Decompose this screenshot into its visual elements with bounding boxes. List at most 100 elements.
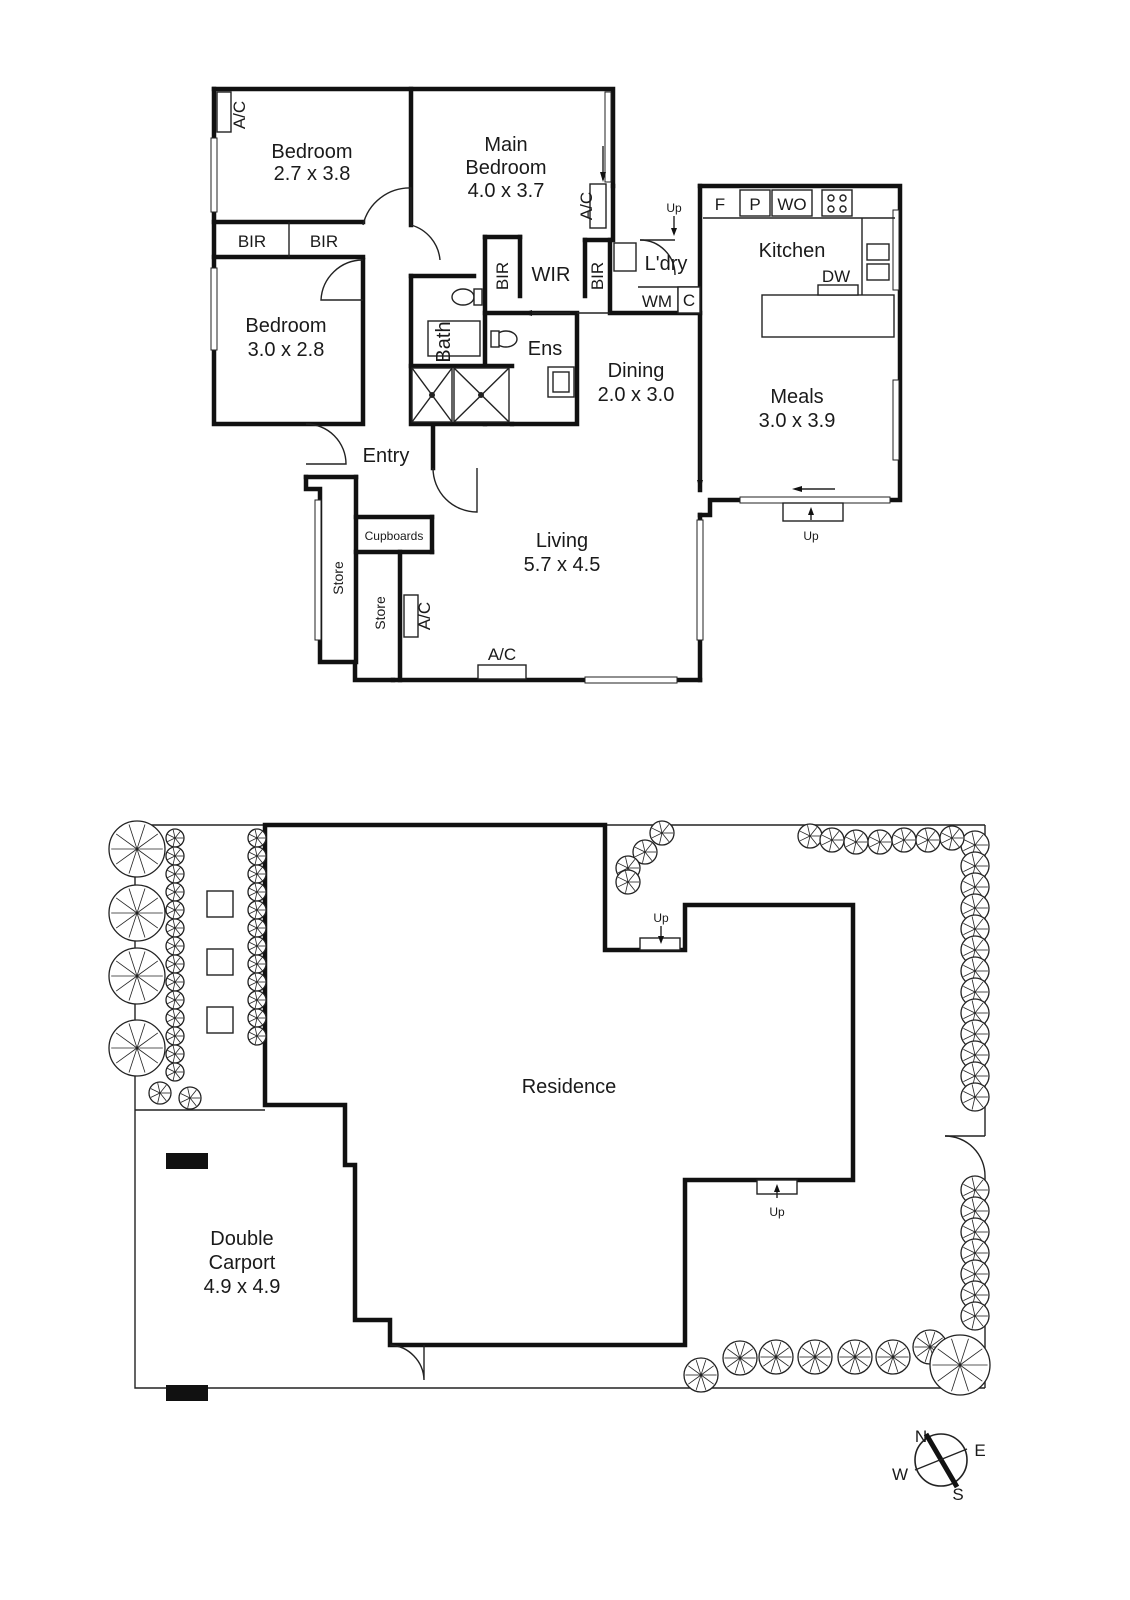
fixtures (216, 91, 895, 680)
residence-label: Residence (522, 1076, 617, 1098)
tree (929, 1334, 991, 1396)
wir-name: WIR (532, 264, 571, 286)
tree (960, 893, 990, 923)
tree (247, 954, 267, 974)
dining-name: Dining (608, 360, 665, 382)
pavers (206, 890, 234, 1034)
tree (165, 846, 185, 866)
tree (247, 846, 267, 866)
ac-label-3: A/C (415, 602, 434, 630)
tree (247, 936, 267, 956)
living-size: 5.7 x 4.5 (524, 554, 601, 576)
tree (247, 828, 267, 848)
tree (939, 825, 965, 851)
carport-label-1: Double (210, 1228, 273, 1250)
bedroom3-name: Bedroom (245, 315, 326, 337)
wm-label: WM (642, 292, 672, 311)
tree (165, 1026, 185, 1046)
tree (837, 1339, 873, 1375)
ac-label-2: A/C (577, 192, 596, 220)
entry-name: Entry (363, 445, 410, 467)
meals-name: Meals (770, 386, 823, 408)
site-up-label-2: Up (769, 1205, 785, 1219)
carport-size: 4.9 x 4.9 (204, 1276, 281, 1298)
kitchen-name: Kitchen (759, 240, 826, 262)
tree (165, 972, 185, 992)
store-label-1: Store (330, 561, 346, 595)
tree (165, 954, 185, 974)
main-bedroom-size: 4.0 x 3.7 (468, 180, 545, 202)
tree (247, 990, 267, 1010)
tree (165, 828, 185, 848)
bedroom2-size: 2.7 x 3.8 (274, 163, 351, 185)
tree (165, 900, 185, 920)
bath-name: Bath (433, 321, 455, 362)
tree (819, 827, 845, 853)
tree (108, 820, 166, 878)
bir-label-4: BIR (588, 262, 607, 290)
tree (960, 1082, 990, 1112)
car-stop-top (166, 1153, 208, 1169)
bir-label-3: BIR (493, 262, 512, 290)
compass-east: E (974, 1441, 985, 1460)
tree (758, 1339, 794, 1375)
tree (722, 1340, 758, 1376)
ac-label-1: A/C (230, 101, 249, 129)
tree (960, 1301, 990, 1331)
tree (165, 1044, 185, 1064)
door-swings (305, 146, 835, 513)
tree (247, 1026, 267, 1046)
tree (683, 1357, 719, 1393)
tree (875, 1339, 911, 1375)
tree (165, 1062, 185, 1082)
tree (165, 882, 185, 902)
up-label-meals: Up (803, 529, 819, 543)
car-stop-bottom (166, 1385, 208, 1401)
cupboards-label: Cupboards (365, 529, 424, 543)
wo-label: WO (777, 195, 806, 214)
compass-west: W (892, 1465, 908, 1484)
dw-label: DW (822, 267, 850, 286)
tree (960, 1238, 990, 1268)
meals-size: 3.0 x 3.9 (759, 410, 836, 432)
tree (108, 947, 166, 1005)
ac-label-4: A/C (488, 645, 516, 664)
tree (165, 990, 185, 1010)
tree (165, 1008, 185, 1028)
bedroom3-size: 3.0 x 2.8 (248, 339, 325, 361)
compass-rose: N E S W (892, 1427, 986, 1504)
tree (108, 1019, 166, 1077)
tree (165, 918, 185, 938)
p-label: P (749, 195, 760, 214)
tree (247, 1008, 267, 1028)
tree (960, 1280, 990, 1310)
tree (148, 1081, 172, 1105)
c-label: C (683, 291, 695, 310)
bir-label-2: BIR (310, 232, 338, 251)
tree (247, 918, 267, 938)
bir-label-1: BIR (238, 232, 266, 251)
tree (108, 884, 166, 942)
tree (178, 1086, 202, 1110)
f-label: F (715, 195, 725, 214)
tree (247, 864, 267, 884)
tree (891, 827, 917, 853)
compass-north: N (915, 1427, 927, 1446)
dining-size: 2.0 x 3.0 (598, 384, 675, 406)
store-label-2: Store (372, 596, 388, 630)
tree (165, 936, 185, 956)
compass-south: S (952, 1485, 963, 1504)
tree (649, 820, 675, 846)
bedroom2-name: Bedroom (271, 141, 352, 163)
tree (915, 827, 941, 853)
main-bedroom-name-2: Bedroom (465, 157, 546, 179)
tree (615, 869, 641, 895)
tree (797, 823, 823, 849)
tree (797, 1339, 833, 1375)
ensuite-name: Ens (528, 338, 562, 360)
tree (843, 829, 869, 855)
tree (632, 839, 658, 865)
residence-outline (262, 822, 856, 1381)
tree (247, 972, 267, 992)
